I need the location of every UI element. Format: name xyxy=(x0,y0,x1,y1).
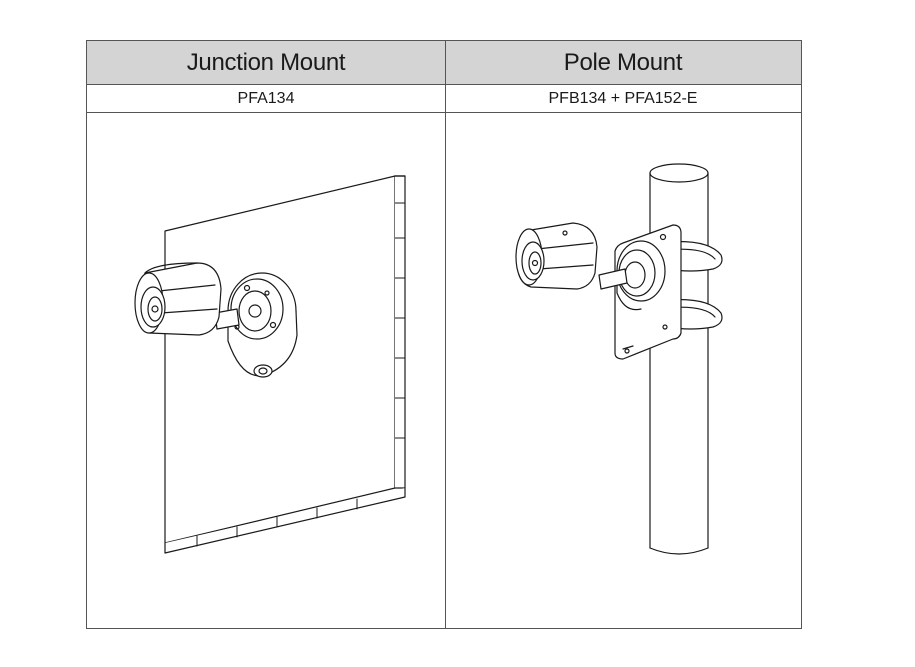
wall-junction-mount-icon xyxy=(134,175,406,554)
model-pole-mount: PFB134 + PFA152-E xyxy=(445,85,801,113)
column-divider xyxy=(445,41,446,628)
junction-mount-illustration xyxy=(87,113,445,628)
header-pole-mount: Pole Mount xyxy=(445,41,801,85)
model-junction-mount: PFA134 xyxy=(87,85,445,113)
header-junction-mount: Junction Mount xyxy=(87,41,445,85)
pole-mount-icon xyxy=(515,163,723,555)
pole-mount-illustration xyxy=(445,113,801,628)
mount-table: Junction Mount Pole Mount PFA134 PFB134 … xyxy=(86,40,802,629)
